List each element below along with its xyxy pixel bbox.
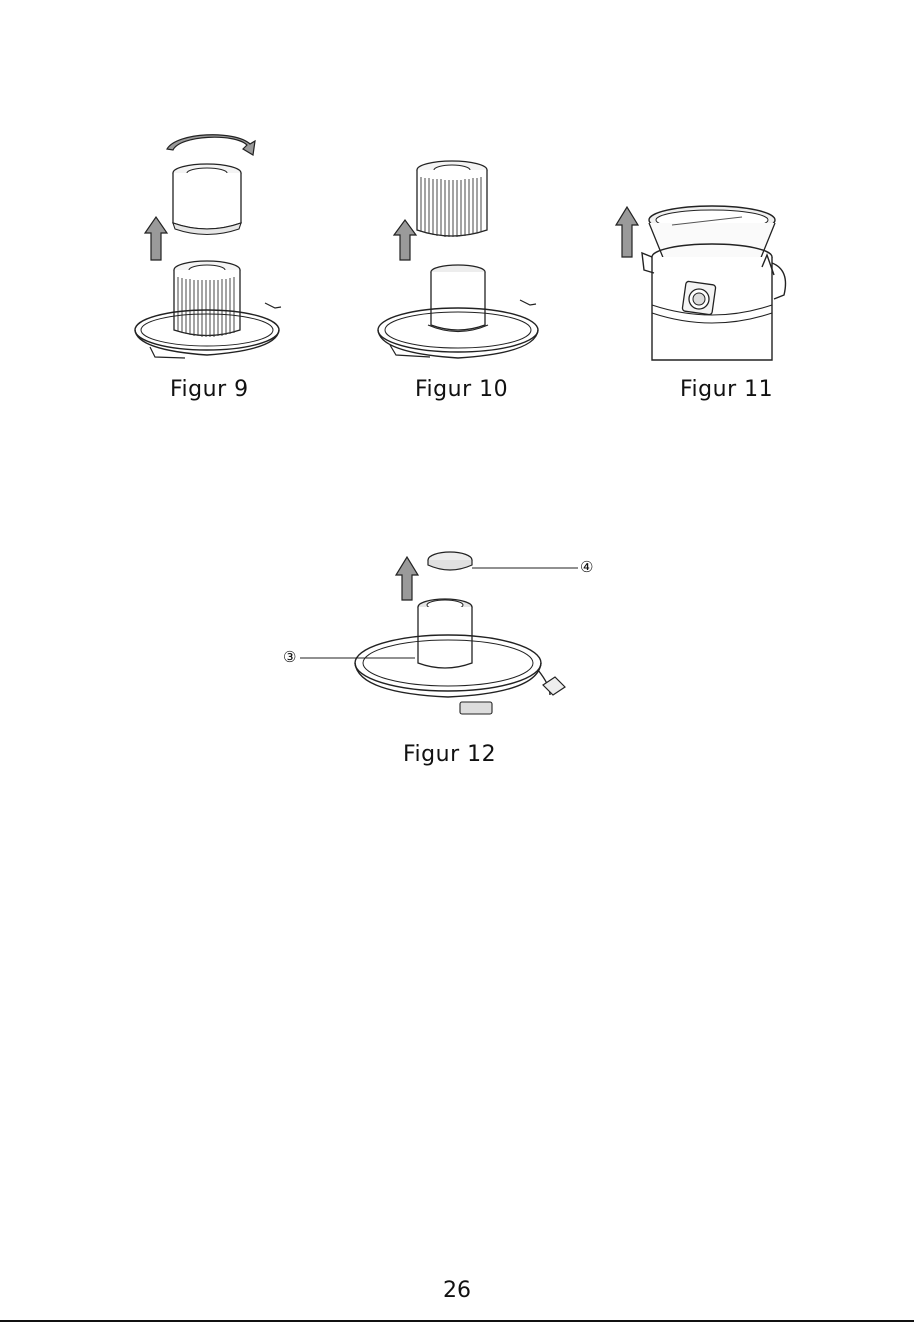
container-lift-illustration <box>612 195 792 365</box>
figure-10 <box>370 150 540 365</box>
filter-cartridge-illustration <box>370 150 540 365</box>
up-arrow-icon <box>394 220 416 260</box>
callout-cap-part: ④ <box>580 558 593 576</box>
figure-12 <box>350 545 580 725</box>
filter-removal-illustration <box>125 125 285 365</box>
motor-cap-removal-illustration <box>350 545 580 725</box>
page-number: 26 <box>0 1278 914 1303</box>
figure-11 <box>612 195 792 365</box>
figure-9-caption: Figur 9 <box>170 377 249 402</box>
up-arrow-icon <box>145 217 167 260</box>
figure-10-caption: Figur 10 <box>415 377 508 402</box>
figure-9 <box>125 125 285 365</box>
callout-filter-part: ③ <box>283 648 296 666</box>
up-arrow-icon <box>396 557 418 600</box>
bottom-rule <box>0 1320 914 1322</box>
up-arrow-icon <box>616 207 638 257</box>
figure-12-caption: Figur 12 <box>403 742 496 767</box>
figure-11-caption: Figur 11 <box>680 377 773 402</box>
rotate-arrow-icon <box>167 135 255 155</box>
